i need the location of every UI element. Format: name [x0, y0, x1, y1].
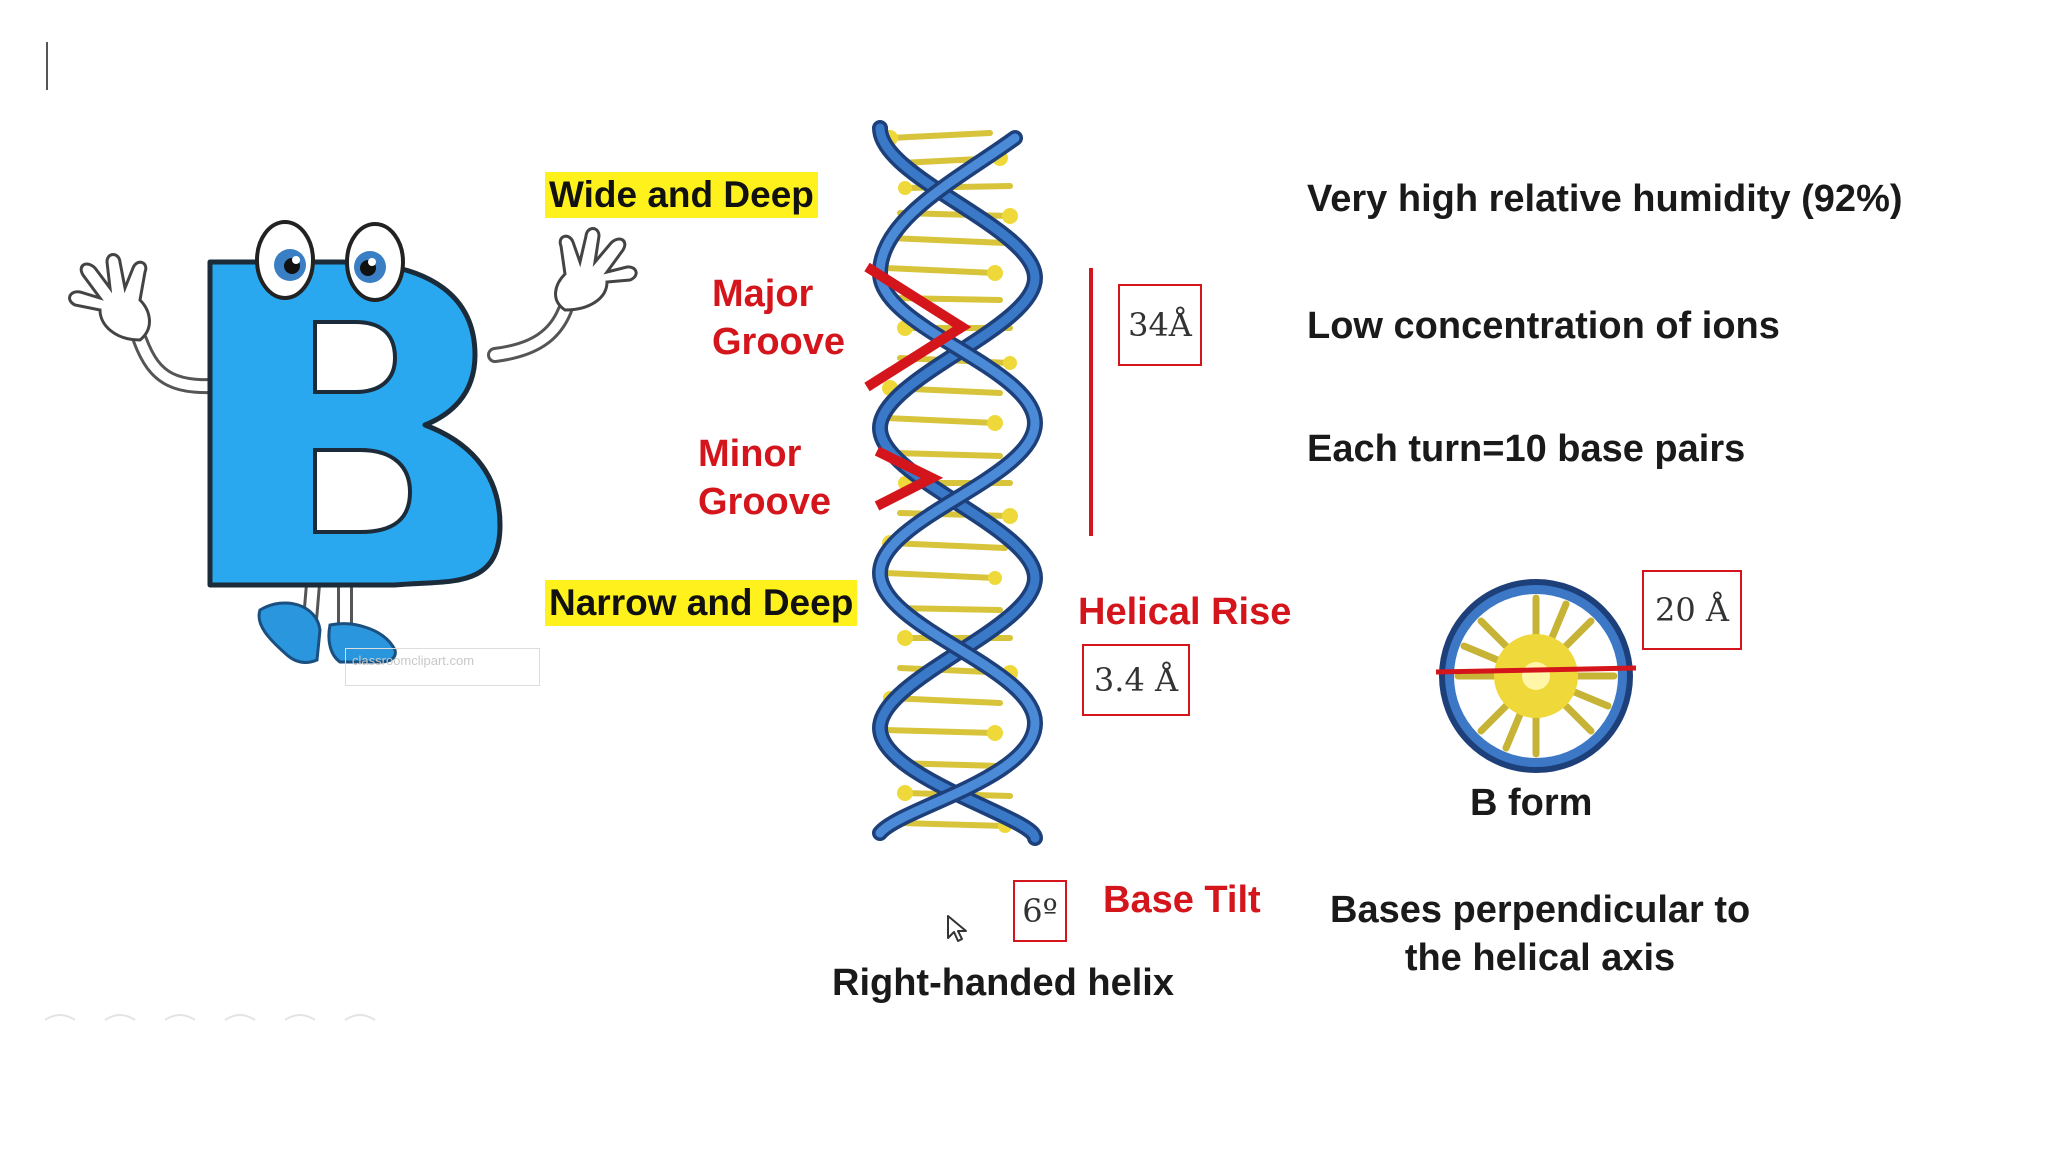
letter-b-mascot	[68, 220, 638, 664]
turn-property: Each turn=10 base pairs	[1307, 428, 1746, 470]
b-form-cross-section	[1435, 579, 1637, 773]
minor-groove-marker	[874, 446, 944, 511]
right-glove-icon	[554, 227, 638, 312]
eyes-icon	[255, 220, 405, 302]
narrow-deep-label: Narrow and Deep	[545, 580, 858, 626]
ions-property: Low concentration of ions	[1307, 305, 1780, 347]
wide-deep-label: Wide and Deep	[545, 172, 818, 218]
mouse-pointer-icon	[947, 915, 967, 942]
base-tilt-value-box: 6º	[1013, 880, 1067, 942]
bases-property-line1: Bases perpendicular to	[1330, 889, 1751, 931]
helical-rise-value-box: 3.4 Å	[1082, 644, 1190, 716]
faint-toolbar	[40, 1010, 400, 1022]
major-groove-line2: Groove	[712, 321, 846, 363]
major-groove-marker	[864, 262, 972, 392]
pitch-bracket-line	[1089, 268, 1093, 536]
helical-rise-label: Helical Rise	[1078, 591, 1292, 633]
watermark: classroomclipart.com	[345, 648, 540, 686]
major-groove-label: Major Groove	[712, 270, 845, 366]
pitch-value-box: 34Å	[1118, 284, 1202, 366]
base-tilt-label: Base Tilt	[1103, 879, 1261, 921]
left-shoe-icon	[257, 601, 322, 664]
text-cursor	[46, 42, 48, 90]
bases-property-line2: the helical axis	[1404, 937, 1676, 979]
minor-groove-line1: Minor	[698, 433, 802, 475]
humidity-property: Very high relative humidity (92%)	[1307, 178, 1903, 220]
diameter-value-box: 20 Å	[1642, 570, 1742, 650]
minor-groove-line2: Groove	[698, 481, 832, 523]
bases-property: Bases perpendicular to the helical axis	[1330, 886, 1750, 982]
major-groove-line1: Major	[712, 273, 814, 315]
left-glove-icon	[68, 253, 151, 342]
helix-caption: Right-handed helix	[832, 962, 1174, 1004]
b-form-label: B form	[1470, 782, 1593, 824]
minor-groove-label: Minor Groove	[698, 430, 831, 526]
dna-helix-illustration	[871, 120, 1044, 846]
